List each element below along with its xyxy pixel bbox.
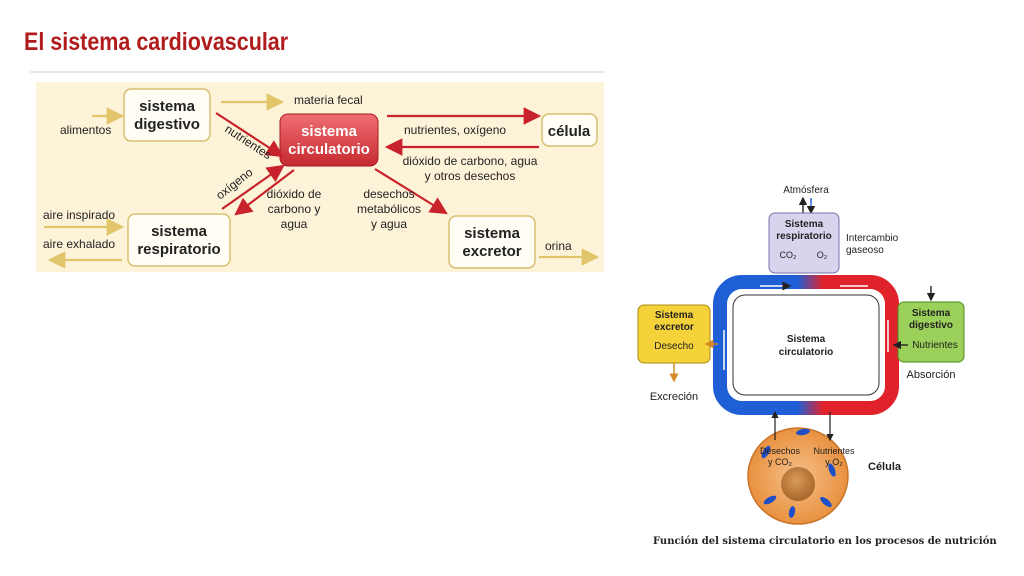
label-dioxido-carbono-line3: agua	[281, 217, 308, 231]
r-excretor-line2: excretor	[654, 322, 694, 333]
box-sistema-respiratorio	[127, 213, 231, 267]
arrow-oxigeno	[221, 164, 285, 210]
r-excrecion: Excreción	[650, 391, 698, 403]
r-celula: Célula	[868, 461, 902, 473]
box-respiratorio-line2: respiratorio	[137, 241, 220, 258]
label-aire-inspirado: aire inspirado	[43, 208, 115, 222]
label-orina: orina	[545, 239, 572, 253]
box-celula-label: célula	[548, 123, 591, 140]
r-digestivo-line2: digestivo	[909, 320, 953, 331]
r-respiratorio-line2: respiratorio	[776, 231, 832, 242]
r-respiratorio-line1: Sistema	[785, 219, 824, 230]
box-celula	[541, 113, 598, 147]
r-absorcion: Absorción	[907, 369, 956, 381]
r-desechos-co2-line2: y CO₂	[768, 457, 793, 467]
r-co2: CO₂	[780, 250, 798, 260]
mitochondria	[761, 445, 771, 459]
r-circulatorio-line1: Sistema	[787, 334, 826, 345]
label-dioxido-carbono-line1: dióxido de	[267, 187, 322, 201]
arrow-nutrientes	[215, 112, 284, 158]
label-dioxido-carbono-line2: carbono y	[268, 202, 321, 216]
box-excretor-line2: excretor	[462, 243, 521, 260]
label-dioxido-line1: dióxido de carbono, agua	[403, 154, 538, 168]
box-sistema-circulatorio	[279, 113, 379, 167]
r-desechos-co2-line1: Desechos	[760, 446, 801, 456]
r-desecho: Desecho	[654, 341, 694, 352]
cell-nucleus	[781, 467, 815, 501]
r-digestivo-line1: Sistema	[912, 308, 951, 319]
label-materia-fecal: materia fecal	[294, 93, 363, 107]
r-nutrientes-o2-line2: y O₂	[825, 457, 843, 467]
label-desechos-line1: desechos	[363, 187, 414, 201]
circulation-inner-box	[732, 294, 880, 396]
box-sistema-excretor	[448, 215, 536, 269]
r-nutrientes: Nutrientes	[912, 340, 958, 351]
arrow-dioxido-carbono	[234, 169, 295, 216]
r-o2: O₂	[817, 250, 828, 260]
box-sistema-digestivo	[123, 88, 211, 142]
box-digestivo-line1: sistema	[139, 98, 196, 115]
mitochondria	[763, 495, 777, 505]
box-circulatorio-line2: circulatorio	[288, 141, 370, 158]
box-digestivo-line2: digestivo	[134, 116, 200, 133]
slide-title: El sistema cardiovascular	[24, 28, 289, 56]
box-r-respiratorio	[768, 212, 840, 274]
r-intercambio-line1: Intercambio	[846, 233, 899, 244]
label-nutrientes-oxigeno: nutrientes, oxígeno	[404, 123, 506, 137]
mitochondria	[820, 496, 832, 508]
r-excretor-line1: Sistema	[655, 310, 694, 321]
label-aire-exhalado: aire exhalado	[43, 237, 115, 251]
r-nutrientes-o2-line1: Nutrientes	[813, 446, 855, 456]
label-desechos-line3: y agua	[371, 217, 407, 231]
label-dioxido-line2: y otros desechos	[425, 169, 516, 183]
box-excretor-line1: sistema	[464, 225, 521, 242]
figure-caption: Función del sistema circulatorio en los …	[653, 536, 997, 547]
box-circulatorio-line1: sistema	[301, 123, 358, 140]
label-alimentos: alimentos	[60, 123, 111, 137]
r-intercambio-line2: gaseoso	[846, 245, 884, 256]
circulation-loop	[713, 275, 899, 415]
arrow-desechos	[374, 168, 448, 215]
r-circulatorio-line2: circulatorio	[779, 347, 833, 358]
mitochondria	[828, 463, 836, 477]
mitochondria	[788, 506, 796, 518]
box-respiratorio-line1: sistema	[151, 223, 208, 240]
label-desechos-line2: metabólicos	[357, 202, 421, 216]
box-r-digestivo	[897, 301, 965, 363]
label-atmosfera: Atmósfera	[783, 185, 829, 196]
mitochondria	[796, 428, 810, 436]
